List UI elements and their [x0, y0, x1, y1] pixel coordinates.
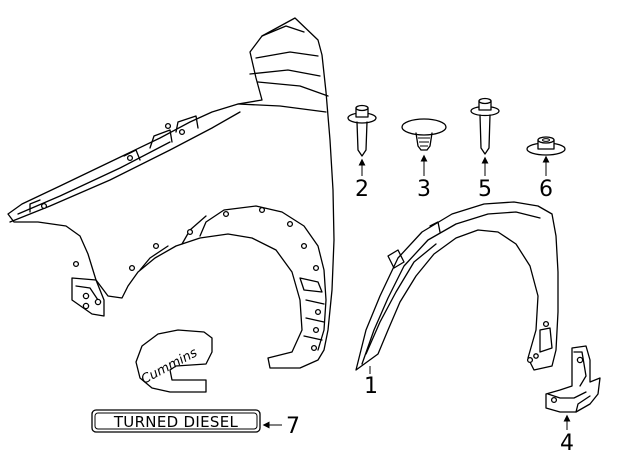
emblem-script-text: Cummins: [139, 345, 200, 387]
callout-6: 6: [539, 177, 553, 202]
callout-7: 7: [286, 414, 300, 439]
screw-part-2[interactable]: [347, 104, 377, 157]
turned-diesel-plate[interactable]: TURNED DIESEL: [91, 409, 261, 433]
nut-part-6[interactable]: [526, 136, 566, 156]
push-rivet-part-3[interactable]: [401, 118, 447, 151]
plate-text: TURNED DIESEL: [113, 413, 239, 431]
callout-3: 3: [417, 177, 431, 202]
wheel-flare-part[interactable]: [355, 201, 559, 371]
callout-5: 5: [478, 177, 492, 202]
fender-panel[interactable]: [7, 17, 335, 369]
callout-1: 1: [364, 374, 378, 399]
callout-2: 2: [355, 177, 369, 202]
bolt-part-5[interactable]: [470, 97, 500, 155]
callout-leaders: [262, 154, 571, 430]
splash-shield-part[interactable]: [545, 345, 601, 413]
callout-4: 4: [560, 431, 574, 456]
cummins-emblem[interactable]: Cummins: [135, 329, 213, 393]
